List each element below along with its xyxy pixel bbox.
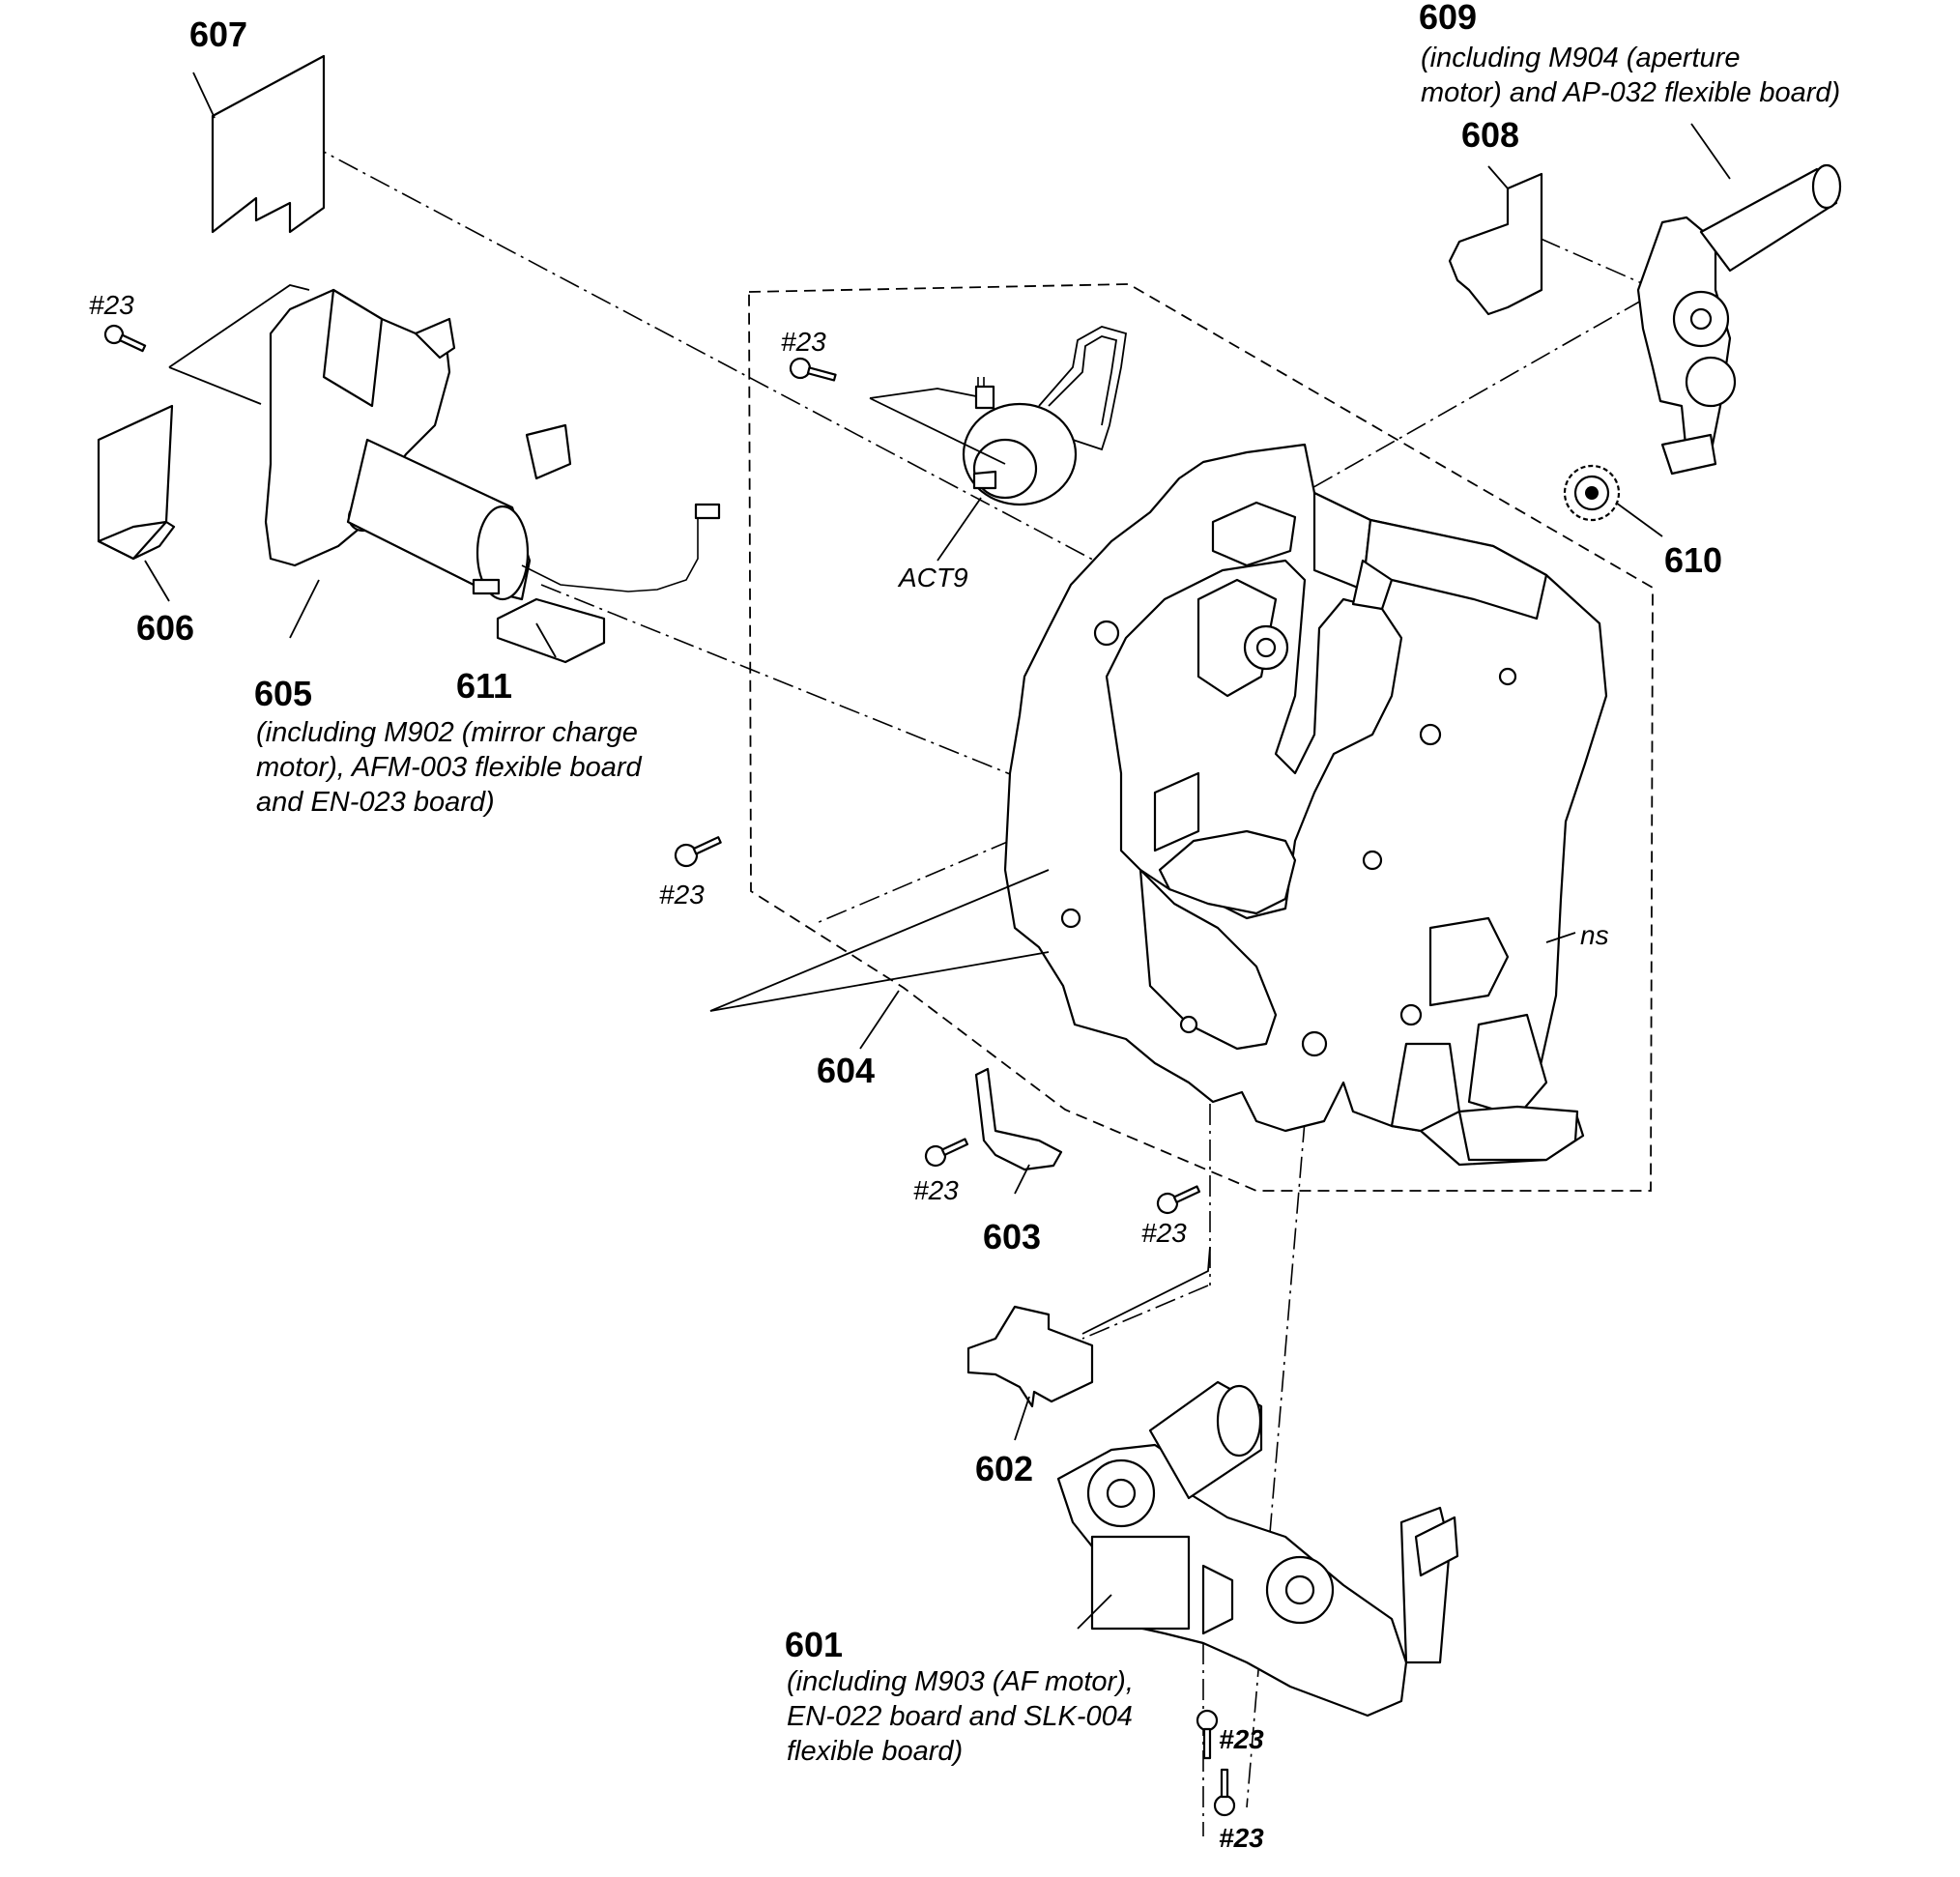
label-screw: #23	[1219, 1823, 1264, 1853]
label-609-note-line: (including M904 (aperture	[1421, 43, 1741, 73]
label-601-note-line: EN-022 board and SLK-004	[787, 1701, 1133, 1732]
label-605-note: (including M902 (mirror charge motor), A…	[256, 715, 642, 820]
label-605: 605	[254, 674, 313, 713]
screw-icon	[924, 1138, 969, 1168]
part-604-mirror-box	[1003, 443, 1608, 1167]
label-601-note-line: flexible board)	[787, 1736, 964, 1767]
label-601-note-line: (including M903 (AF motor),	[787, 1666, 1134, 1697]
screw-icon	[1196, 1709, 1219, 1760]
label-screw: #23	[1219, 1724, 1264, 1754]
label-608: 608	[1461, 115, 1520, 155]
label-610: 610	[1664, 540, 1723, 580]
label-607: 607	[189, 14, 248, 54]
leader-lines	[144, 72, 1731, 1630]
label-screw: #23	[1141, 1218, 1187, 1248]
part-610-gear	[1563, 464, 1621, 522]
label-act9: ACT9	[899, 563, 968, 592]
label-601: 601	[785, 1625, 844, 1664]
part-605-motor-assembly	[264, 288, 721, 601]
act9-actuator	[962, 326, 1128, 506]
label-screw: #23	[913, 1175, 959, 1205]
label-605-note-line: motor), AFM-003 flexible board	[256, 752, 642, 783]
screw-icon	[674, 836, 722, 868]
label-609-note-line: motor) and AP-032 flexible board)	[1421, 77, 1841, 108]
part-611-sheet	[496, 597, 606, 664]
part-606-bracket	[97, 404, 176, 561]
screws-23	[103, 324, 1236, 1817]
part-608-bracket	[1448, 172, 1543, 316]
label-602: 602	[975, 1449, 1034, 1488]
label-screw: #23	[89, 290, 134, 320]
label-screw: #23	[659, 880, 705, 910]
label-611: 611	[456, 666, 513, 706]
screw-icon	[789, 357, 837, 382]
label-606: 606	[136, 608, 195, 648]
label-ns: ns	[1580, 920, 1609, 950]
screw-icon	[1156, 1185, 1201, 1215]
part-602-bracket	[966, 1305, 1094, 1408]
part-607-sheet	[211, 54, 326, 234]
label-605-note-line: and EN-023 board)	[256, 787, 495, 818]
label-screw: #23	[781, 327, 826, 357]
part-603-bracket	[974, 1067, 1063, 1171]
part-609-aperture-motor	[1636, 163, 1842, 476]
label-609: 609	[1419, 0, 1478, 37]
label-604: 604	[817, 1051, 876, 1090]
part-601-af-motor	[1056, 1380, 1459, 1718]
label-605-note-line: (including M902 (mirror charge	[256, 717, 638, 748]
label-603: 603	[983, 1217, 1042, 1256]
label-601-note: (including M903 (AF motor), EN-022 board…	[787, 1664, 1134, 1769]
label-609-note: (including M904 (aperture motor) and AP-…	[1421, 41, 1840, 110]
screw-icon	[1213, 1768, 1236, 1817]
screw-icon	[103, 324, 147, 353]
